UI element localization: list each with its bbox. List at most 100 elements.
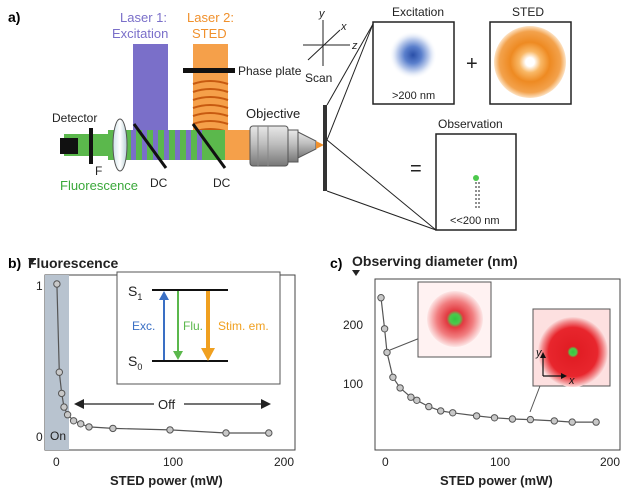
- chart-b-point: [265, 429, 273, 437]
- plus-sign: +: [466, 53, 478, 75]
- inset-2-axes: [540, 352, 567, 379]
- chart-b-point: [63, 411, 72, 419]
- excitation-arrow: [159, 291, 169, 360]
- chart-b-point: [166, 426, 174, 434]
- chart-b-off-label-bg: [154, 396, 184, 412]
- objective-lens: [249, 125, 317, 167]
- chart-b-xtick-0: 0: [53, 455, 60, 469]
- chart-b-xtick-1: 100: [163, 455, 183, 469]
- zoom-lines: [326, 23, 437, 231]
- filter-plate: [89, 128, 93, 164]
- excitation-psf-title: Excitation: [392, 5, 444, 19]
- laser1-label-line1: Laser 1:: [120, 10, 167, 25]
- focused-beam: [316, 141, 324, 149]
- chart-b-point: [109, 424, 117, 433]
- sted-beam-segment: [225, 130, 253, 160]
- scan-label: Scan: [305, 71, 332, 85]
- detector-block: [60, 138, 78, 154]
- filter-label: F: [95, 164, 102, 178]
- chart-c-point: [413, 396, 421, 404]
- excitation-size-label: >200 nm: [392, 90, 435, 102]
- dichroic-mirror-1-label: DC: [150, 176, 168, 190]
- chart-c-point: [472, 412, 481, 420]
- chart-b-point: [55, 368, 63, 376]
- panel-c-label: c): [330, 255, 342, 271]
- chart-c-ytick-200: 200: [343, 318, 363, 332]
- fluorescence-label: Fluorescence: [60, 178, 138, 193]
- chart-b-point: [69, 417, 78, 425]
- chart-b-point: [58, 389, 66, 398]
- chart-c-point: [490, 414, 499, 422]
- chart-c-xlabel: STED power (mW): [440, 473, 553, 488]
- objective-label: Objective: [246, 106, 300, 121]
- dichroic-mirror-2-label: DC: [213, 176, 231, 190]
- chart-b-xtick-2: 200: [274, 455, 294, 469]
- exc-label: Exc.: [132, 319, 155, 333]
- chart-c-xtick-1: 100: [490, 455, 510, 469]
- chart-c-point: [407, 393, 415, 401]
- axis-x-label: x: [340, 21, 347, 33]
- inset-2-axis-x: x: [568, 375, 575, 387]
- chart-c-point: [592, 418, 600, 426]
- scan-axes: [303, 20, 350, 66]
- inset-2-spot: [538, 317, 608, 387]
- laser2-label-line2: STED: [192, 26, 227, 41]
- chart-b-point: [53, 280, 61, 288]
- chart-b-title: Fluorescence: [28, 255, 118, 271]
- lens: [112, 118, 128, 172]
- chart-c-axis-arrow: [352, 270, 360, 276]
- panel-a-label: a): [8, 9, 20, 25]
- chart-c-point: [389, 373, 397, 381]
- laser1-label-line2: Excitation: [112, 26, 168, 41]
- chart-c-point: [437, 407, 445, 415]
- excitation-psf-spot: [389, 31, 437, 79]
- chart-c-point: [449, 409, 457, 417]
- chart-b-point: [77, 420, 85, 428]
- chart-b-point: [222, 429, 230, 437]
- chart-c-xtick-0: 0: [382, 455, 389, 469]
- chart-c-title: Observing diameter (nm): [352, 253, 518, 269]
- chart-c-marks: [377, 294, 600, 426]
- chart-c-point: [550, 417, 558, 425]
- sample-slide: [323, 105, 327, 191]
- chart-b-xlabel: STED power (mW): [110, 473, 223, 488]
- s1-label: S1: [128, 283, 142, 302]
- stimulated-emission-arrow: [201, 291, 215, 361]
- flu-label: Flu.: [183, 319, 203, 333]
- s0-label: S0: [128, 353, 142, 372]
- chart-c-point: [380, 325, 389, 333]
- phase-plate: [183, 68, 235, 73]
- inset-1-spot: [427, 291, 483, 347]
- laser1-beam: [133, 44, 168, 134]
- dichroic-mirror-1: [132, 123, 168, 169]
- stim-label: Stim. em.: [218, 319, 269, 333]
- chart-b-point: [60, 403, 68, 411]
- laser2-label-line1: Laser 2:: [187, 10, 234, 25]
- sted-psf-donut: [494, 26, 566, 98]
- chart-c-xtick-2: 200: [600, 455, 620, 469]
- chart-c-ytick-100: 100: [343, 377, 363, 391]
- panel-b-label: b): [8, 255, 21, 271]
- chart-b-ytick-0: 0: [36, 430, 43, 444]
- observation-spot: [473, 175, 479, 181]
- chart-b-on-label: On: [50, 429, 66, 443]
- axis-z-label: z: [351, 40, 358, 52]
- observation-box: [435, 133, 517, 231]
- inset-2-leader: [529, 385, 541, 413]
- chart-c-point: [508, 415, 517, 423]
- chart-b-ytick-1: 1: [36, 279, 43, 293]
- inset-1-leader: [389, 337, 421, 351]
- axis-y-label: y: [318, 8, 326, 20]
- chart-c-point: [526, 415, 535, 424]
- chart-b-point: [85, 423, 93, 431]
- phase-plate-label: Phase plate: [238, 64, 302, 78]
- chart-c-point: [383, 348, 391, 357]
- chart-b-axis-arrow: [28, 258, 36, 264]
- observation-title: Observation: [438, 117, 503, 131]
- chart-b-marks: [53, 280, 273, 437]
- chart-c-point: [568, 418, 576, 426]
- detector-label: Detector: [52, 111, 97, 125]
- inset-2-axis-y: y: [535, 347, 543, 359]
- equals-sign: =: [410, 158, 422, 180]
